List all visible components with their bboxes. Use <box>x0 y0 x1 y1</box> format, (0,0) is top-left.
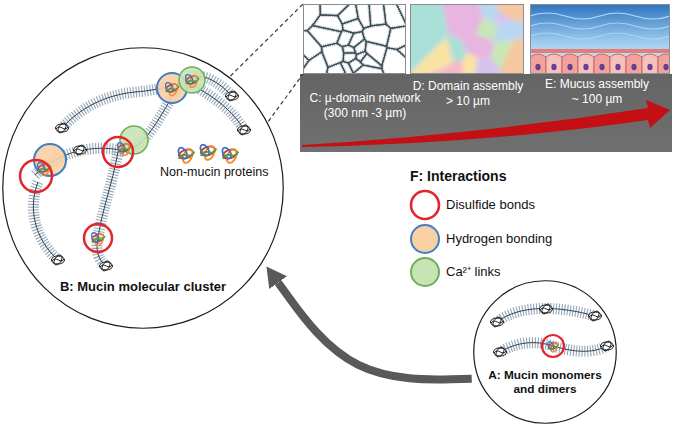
legend-label: Ca²⁺ links <box>446 264 501 280</box>
monomer-circle: A: Mucin monomers and dimers <box>473 280 617 424</box>
zoom-line <box>230 4 303 76</box>
mucin-chains <box>33 76 607 352</box>
image-panel: E: Mucus assembly ~ 100 µm <box>530 4 670 74</box>
domain-image <box>410 4 524 74</box>
node-label: A: Mucin monomers and dimers <box>486 368 604 397</box>
mucus-image <box>530 4 670 74</box>
network-image <box>303 4 406 74</box>
legend-label: Disulfide bonds <box>446 197 535 213</box>
image-panel: C: µ-domain network (300 nm -3 µm) <box>303 4 406 74</box>
legend-swatch-box <box>408 255 442 289</box>
flow-arrow <box>278 283 472 380</box>
legend-title: F: Interactions <box>410 168 506 185</box>
interaction-sites <box>20 67 564 357</box>
node-label: B: Mucin molecular cluster <box>58 279 229 295</box>
legend-swatch <box>411 258 439 286</box>
chain-ends <box>52 90 614 359</box>
node-label: D: Domain assembly > 10 µm <box>411 79 526 108</box>
node-label: E: Mucus assembly ~ 100 µm <box>543 77 652 106</box>
legend-swatch <box>411 191 439 219</box>
legend-swatch-box <box>408 222 442 256</box>
circle-border <box>474 281 617 424</box>
circle-outline <box>473 280 617 424</box>
legend-label: Hydrogen bonding <box>446 231 552 247</box>
legend-swatch-box <box>408 188 442 222</box>
scale-band <box>300 74 672 152</box>
legend-swatch <box>411 225 439 253</box>
zoom-line <box>268 74 303 121</box>
node-label: C: µ-domain network (300 nm -3 µm) <box>308 91 423 120</box>
cluster-circle: B: Mucin molecular cluster <box>2 47 284 329</box>
image-panel: D: Domain assembly > 10 µm <box>410 4 524 74</box>
non-mucin-proteins <box>177 143 239 164</box>
circle-border <box>3 48 284 329</box>
annotation-label: Non-mucin proteins <box>160 165 268 180</box>
